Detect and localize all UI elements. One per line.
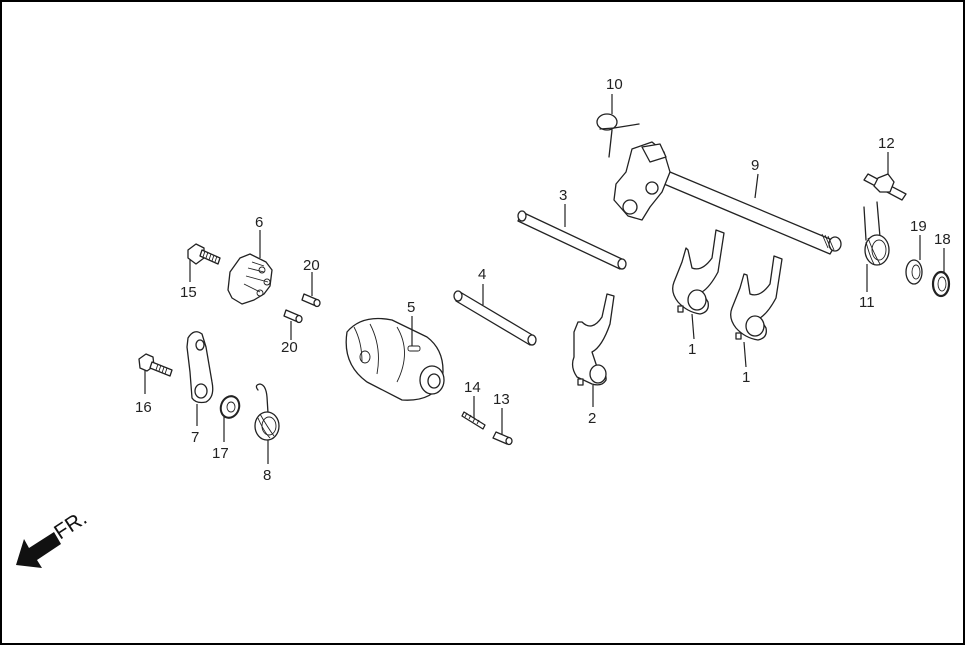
callout-6: 6 bbox=[255, 214, 263, 231]
part-shift-drum: 5 bbox=[345, 299, 445, 401]
part-return-spring-pin: 12 bbox=[863, 135, 907, 201]
callout-1a: 1 bbox=[688, 341, 696, 358]
front-direction-arrow-icon: FR. bbox=[16, 506, 91, 568]
part-stopper-arm-spring: 8 bbox=[254, 383, 280, 484]
part-drum-center-star: 6 bbox=[227, 214, 273, 305]
part-dowel-pin-20a: 20 bbox=[301, 257, 321, 308]
callout-4: 4 bbox=[478, 266, 486, 283]
part-shift-fork-1a: 1 bbox=[672, 229, 725, 358]
callout-19: 19 bbox=[910, 218, 927, 235]
part-stopper-arm: 7 bbox=[186, 331, 214, 446]
callout-17: 17 bbox=[212, 445, 229, 462]
part-gearshift-spindle: 9 bbox=[613, 141, 842, 255]
part-spring-14: 14 bbox=[461, 379, 486, 430]
part-shift-fork-shaft-3: 3 bbox=[517, 187, 627, 270]
callout-8: 8 bbox=[263, 467, 271, 484]
callout-1b: 1 bbox=[742, 369, 750, 386]
callout-11: 11 bbox=[859, 294, 875, 311]
callout-20b: 20 bbox=[281, 339, 298, 356]
callout-5: 5 bbox=[407, 299, 415, 316]
callout-15: 15 bbox=[180, 284, 197, 301]
callout-2: 2 bbox=[588, 410, 596, 427]
callout-3: 3 bbox=[559, 187, 567, 204]
part-shift-fork-1b: 1 bbox=[730, 255, 783, 386]
part-return-spring: 11 bbox=[859, 201, 890, 311]
callout-18: 18 bbox=[934, 231, 951, 248]
part-spindle-spring: 10 bbox=[596, 76, 640, 158]
callout-13: 13 bbox=[493, 391, 510, 408]
callout-16: 16 bbox=[135, 399, 152, 416]
part-washer-18: 18 bbox=[931, 231, 951, 298]
part-bolt-15: 15 bbox=[180, 243, 221, 301]
callout-7: 7 bbox=[191, 429, 199, 446]
part-shift-fork-2: 2 bbox=[571, 293, 615, 427]
callout-9: 9 bbox=[751, 157, 759, 174]
part-shift-fork-shaft-4: 4 bbox=[453, 266, 537, 346]
callout-14: 14 bbox=[464, 379, 481, 396]
callout-12: 12 bbox=[878, 135, 895, 152]
callout-10: 10 bbox=[606, 76, 623, 93]
part-dowel-pin-20b: 20 bbox=[281, 309, 303, 356]
part-bolt-16: 16 bbox=[135, 353, 173, 416]
callout-20a: 20 bbox=[303, 257, 320, 274]
part-snap-ring: 19 bbox=[905, 218, 927, 285]
part-pin-13: 13 bbox=[492, 391, 513, 446]
part-washer-17: 17 bbox=[212, 395, 241, 462]
